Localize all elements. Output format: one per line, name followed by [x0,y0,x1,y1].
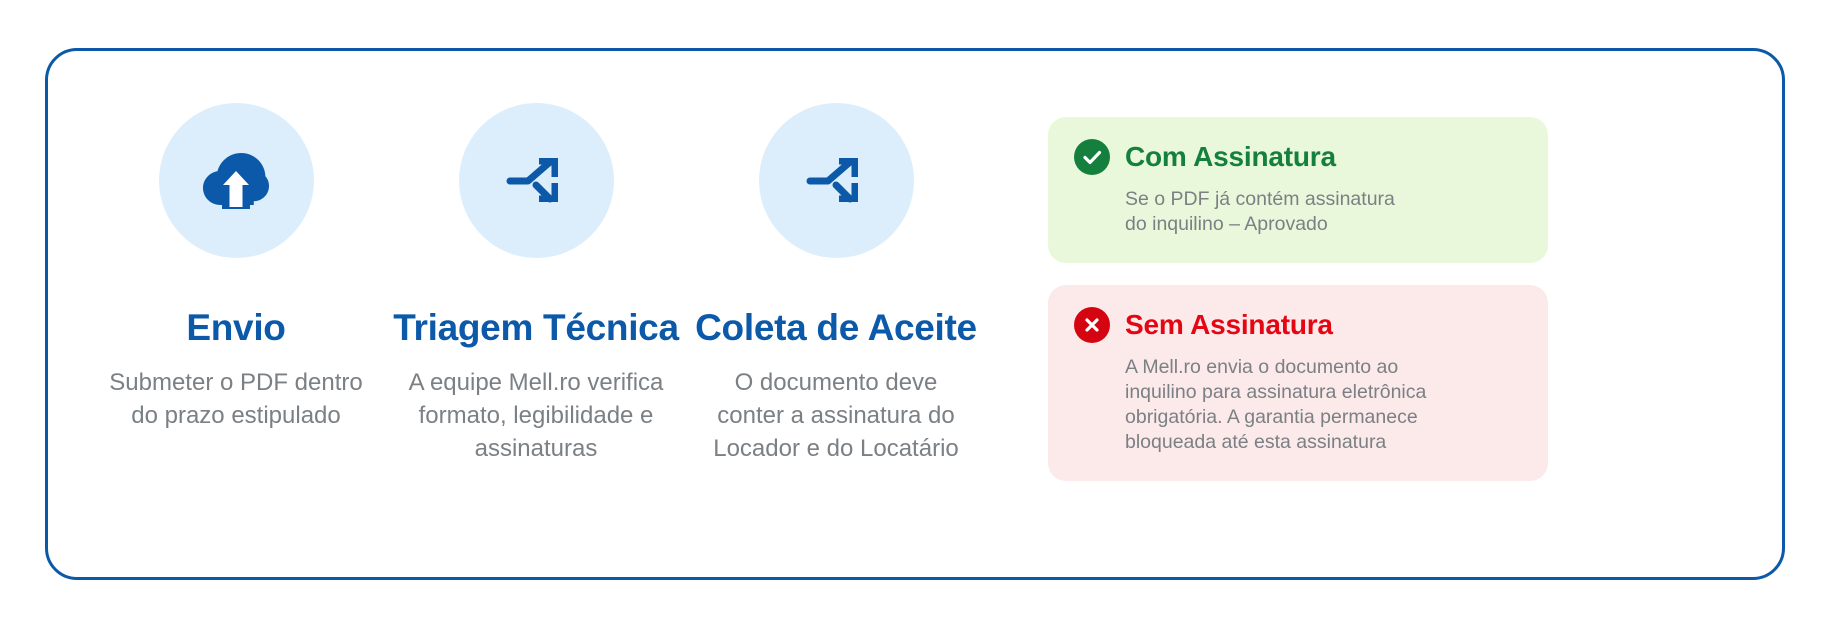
status-description-line: do inquilino – Aprovado [1125,212,1328,235]
process-step: Coleta de Aceite O documento deve conter… [686,103,986,465]
step-description-line: assinaturas [474,434,598,462]
status-card-title: Sem Assinatura [1125,308,1333,340]
status-card-sem-assinatura: Sem Assinatura A Mell.ro envia o documen… [1048,284,1548,481]
step-description-line: Locatário [860,434,959,462]
step-icon-circle [758,103,914,258]
status-cards: Com Assinatura Se o PDF já contém assina… [1048,117,1548,481]
step-icon-circle [458,103,614,258]
check-circle-icon [1074,139,1110,175]
step-title: Coleta de Aceite [695,307,977,348]
step-description: A equipe Mell.ro verifica formato, legib… [401,366,671,465]
step-icon-circle [158,103,314,258]
process-step: Envio Submeter o PDF dentro do prazo est… [86,103,386,432]
step-description-line: O documento deve [734,368,938,396]
status-card-description: A Mell.ro envia o documento ao inquilino… [1125,355,1522,455]
status-card-header: Sem Assinatura [1074,306,1522,343]
step-title: Envio [186,307,286,348]
x-circle-icon [1074,306,1110,343]
status-description-line: bloqueada até esta assinatura [1125,430,1387,453]
shuffle-arrows-icon [506,154,566,208]
status-card-header: Com Assinatura [1074,139,1522,175]
cloud-upload-icon [203,152,269,209]
process-panel: Envio Submeter o PDF dentro do prazo est… [45,48,1785,580]
status-description-line: obrigatória. A garantia permanece [1125,405,1418,428]
shuffle-arrows-icon [806,154,866,208]
status-card-title: Com Assinatura [1125,141,1336,172]
step-description: Submeter o PDF dentro do prazo estipulad… [101,366,371,432]
step-title: Triagem Técnica [393,307,679,348]
step-description-line: estipulado [231,401,341,429]
process-steps: Envio Submeter o PDF dentro do prazo est… [48,51,986,465]
status-description-line: A Mell.ro envia o documento ao [1125,355,1399,378]
status-description-line: inquilino para assinatura eletrônica [1125,380,1427,403]
step-description-line: conter a assinatura [717,401,922,429]
step-description-line: Submeter o PDF [109,368,288,396]
step-description: O documento deve conter a assinatura do … [701,366,971,465]
step-description-line: do Locador e do [713,401,955,462]
status-description-line: Se o PDF já contém assinatura [1125,188,1395,210]
step-description-line: verifica formato, [418,368,664,429]
step-description-line: dentro do prazo [131,368,363,429]
status-card-com-assinatura: Com Assinatura Se o PDF já contém assina… [1048,117,1548,263]
step-description-line: legibilidade e [513,401,654,429]
step-description-line: A equipe Mell.ro [408,368,581,396]
status-card-description: Se o PDF já contém assinatura do inquili… [1125,187,1522,237]
process-step: Triagem Técnica A equipe Mell.ro verific… [386,103,686,465]
